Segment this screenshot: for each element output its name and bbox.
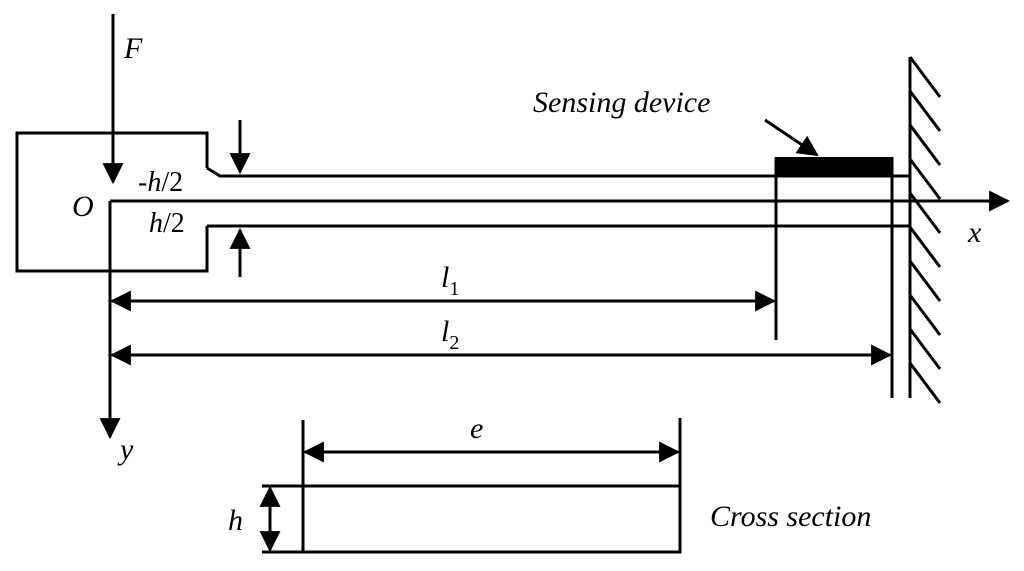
fixed-wall: [908, 56, 942, 404]
wall-hatch-line: [908, 328, 942, 370]
height-label: h: [228, 504, 243, 537]
wall-hatch-line: [908, 124, 942, 166]
cross-section-rect: [301, 484, 682, 554]
wall-hatch-line: [908, 294, 942, 336]
wall-hatch-line: [908, 90, 942, 132]
wall-hatch-line: [908, 158, 942, 200]
neg-half-thickness-label: -h/2: [138, 167, 183, 198]
l2-label: l2: [441, 315, 459, 354]
l1-label: l1: [441, 261, 459, 300]
cross-section-label: Cross section: [710, 500, 871, 533]
force-label: F: [123, 32, 143, 65]
beam-top-edge: [206, 166, 910, 178]
wall-hatch-line: [908, 260, 942, 302]
pos-half-thickness-label: h/2: [149, 208, 185, 239]
sensing-device-label: Sensing device: [533, 86, 710, 119]
wall-hatch-line: [908, 362, 942, 404]
left-block: [15, 131, 209, 273]
wall-hatch-line: [908, 226, 942, 268]
origin-label: O: [72, 190, 94, 223]
wall-hatch-line: [908, 192, 942, 234]
wall-hatch-line: [908, 56, 942, 98]
sensing-device-plate: [776, 157, 892, 175]
y-axis-label: y: [117, 433, 134, 466]
x-axis-label: x: [967, 216, 982, 249]
sensing-device-pointer: [764, 118, 819, 157]
width-label: e: [470, 412, 483, 445]
